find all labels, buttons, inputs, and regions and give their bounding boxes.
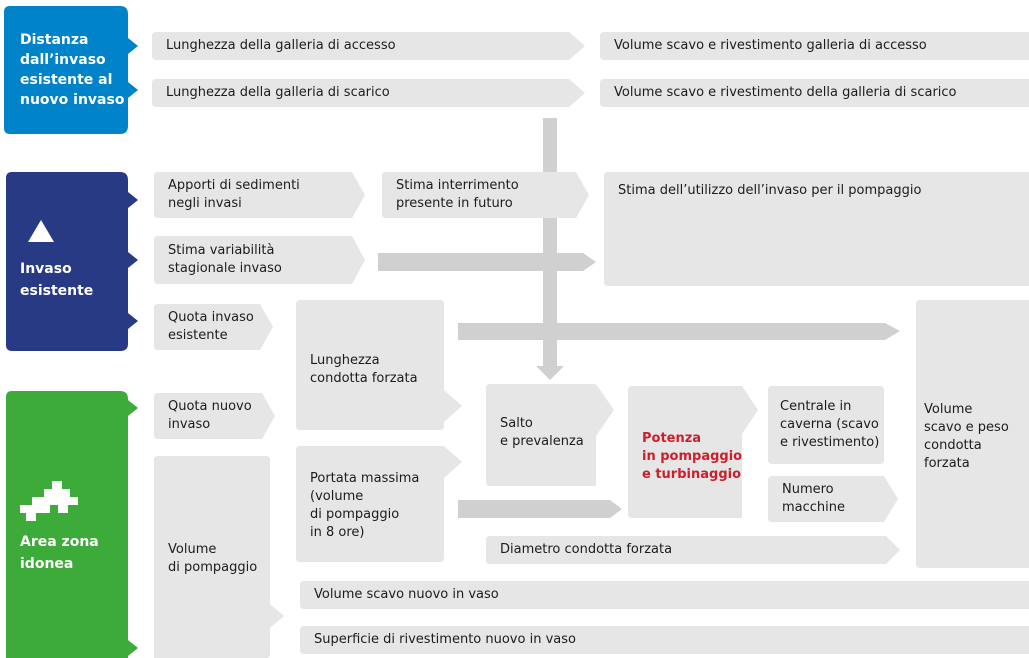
label-quota-esistente: Quota invaso esistente bbox=[168, 310, 254, 343]
label-lunghezza-scarico: Lunghezza della galleria di scarico bbox=[166, 85, 390, 100]
label-apporti-sedimenti: Apporti di sedimenti negli invasi bbox=[168, 178, 300, 211]
label-stima-interrimento: Stima interrimento presente in futuro bbox=[396, 178, 519, 211]
box-apporti-sedimenti bbox=[154, 172, 365, 218]
box-numero-macchine bbox=[768, 476, 898, 522]
variability-to-utilizzo-arrow bbox=[378, 253, 596, 271]
category-distanza-label: Distanza dall’invaso esistente al nuovo … bbox=[20, 32, 125, 108]
label-salto: Salto e prevalenza bbox=[500, 416, 584, 449]
category-distanza: Distanza dall’invaso esistente al nuovo … bbox=[6, 6, 128, 134]
label-quota-nuovo: Quota nuovo invaso bbox=[168, 399, 252, 432]
quota-to-volume-condotta-arrow bbox=[458, 323, 900, 340]
box-superficie-rivestimento bbox=[300, 626, 1029, 654]
label-stima-variabilita: Stima variabilità stagionale invaso bbox=[168, 243, 282, 276]
triangle-icon bbox=[28, 220, 54, 242]
box-stima-interrimento bbox=[382, 172, 589, 218]
category-invaso-esistente-shape bbox=[6, 172, 138, 351]
box-volume-scarico bbox=[600, 79, 1029, 107]
box-volume-pompaggio bbox=[154, 456, 284, 658]
label-superficie-rivestimento: Superficie di rivestimento nuovo in vaso bbox=[314, 632, 576, 647]
category-distanza-shape bbox=[4, 6, 138, 134]
box-volume-scavo-nuovo bbox=[300, 581, 1029, 609]
box-lunghezza-condotta bbox=[296, 300, 462, 430]
box-stima-utilizzo bbox=[604, 172, 1029, 286]
box-portata-massima bbox=[296, 446, 462, 562]
label-volume-pompaggio: Volume di pompaggio bbox=[168, 542, 258, 575]
label-volume-scarico: Volume scavo e rivestimento della galler… bbox=[614, 85, 957, 100]
label-portata-massima: Portata massima (volume di pompaggio in … bbox=[310, 471, 420, 540]
label-potenza: Potenza in pompaggio e turbinaggio bbox=[642, 431, 743, 482]
label-lunghezza-condotta: Lunghezza condotta forzata bbox=[310, 353, 418, 386]
box-volume-accesso bbox=[600, 32, 1029, 60]
box-quota-esistente bbox=[154, 304, 273, 350]
category-area-zona: Area zona idonea bbox=[6, 391, 128, 658]
category-area-zona-shape bbox=[6, 391, 138, 658]
box-stima-variabilita bbox=[154, 236, 365, 284]
category-area-zona-label: Area zona idonea bbox=[20, 534, 99, 572]
map-area-icon bbox=[20, 481, 78, 521]
box-diametro-condotta bbox=[486, 536, 900, 564]
category-invaso-esistente-label: Invaso esistente bbox=[20, 261, 94, 299]
box-centrale bbox=[768, 386, 884, 464]
box-salto bbox=[486, 384, 614, 486]
box-quota-nuovo bbox=[154, 393, 275, 439]
label-numero-macchine: Numero macchine bbox=[782, 482, 846, 515]
label-centrale: Centrale in caverna (scavo e rivestiment… bbox=[780, 399, 880, 450]
category-invaso-esistente: Invaso esistente bbox=[6, 172, 128, 351]
label-volume-scavo-nuovo: Volume scavo nuovo in vaso bbox=[314, 587, 499, 602]
box-lunghezza-accesso bbox=[152, 32, 585, 60]
label-volume-condotta: Volume scavo e peso condotta forzata bbox=[924, 402, 1009, 471]
label-stima-utilizzo: Stima dell’utilizzo dell’invaso per il p… bbox=[618, 183, 922, 198]
box-lunghezza-scarico bbox=[152, 79, 585, 107]
label-volume-accesso: Volume scavo e rivestimento galleria di … bbox=[614, 38, 927, 53]
portata-to-potenza-arrow bbox=[458, 500, 622, 518]
label-diametro-condotta: Diametro condotta forzata bbox=[500, 542, 673, 557]
box-potenza bbox=[628, 386, 758, 518]
label-lunghezza-accesso: Lunghezza della galleria di accesso bbox=[166, 38, 396, 53]
box-volume-condotta bbox=[916, 300, 1029, 568]
